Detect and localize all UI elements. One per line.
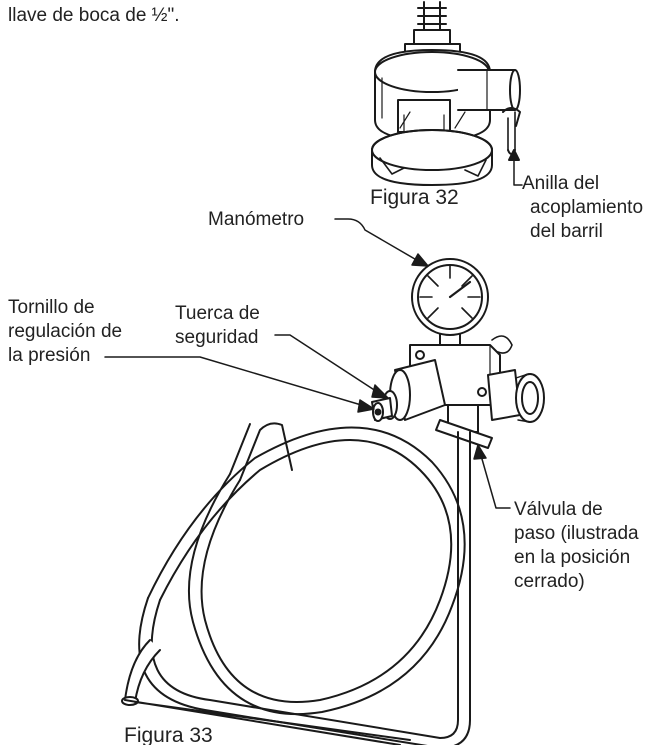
callout-coupler-ring-line-3: del barril [530, 221, 603, 242]
figure-33-caption: Figura 33 [124, 724, 213, 745]
callout-shutoff-valve-line-2: paso (ilustrada [514, 523, 639, 544]
figure-32-caption: Figura 32 [370, 186, 459, 209]
callout-pressure-screw-line-2: regulación de [8, 321, 123, 342]
callout-lock-nut-line-2: seguridad [175, 327, 259, 348]
callout-shutoff-valve-line-3: en la posición [514, 547, 631, 568]
callout-coupler-ring-line-2: acoplamiento [530, 197, 644, 218]
callout-leaders [104, 218, 511, 509]
callout-coupler-ring-line-1: Anilla del [522, 173, 600, 194]
callout-lock-nut-line-1: Tuerca de [175, 303, 260, 324]
regulator-assembly-drawing [121, 258, 545, 745]
keg-coupler-drawing [371, 1, 523, 186]
header-fragment: llave de boca de ½". [8, 5, 180, 26]
callout-shutoff-valve-line-1: Válvula de [514, 499, 603, 520]
callout-pressure-screw-line-3: la presión [8, 345, 91, 366]
callout-gauge: Manómetro [208, 209, 305, 230]
callout-shutoff-valve-line-4: cerrado) [514, 571, 585, 592]
callout-pressure-screw-line-1: Tornillo de [8, 297, 95, 318]
